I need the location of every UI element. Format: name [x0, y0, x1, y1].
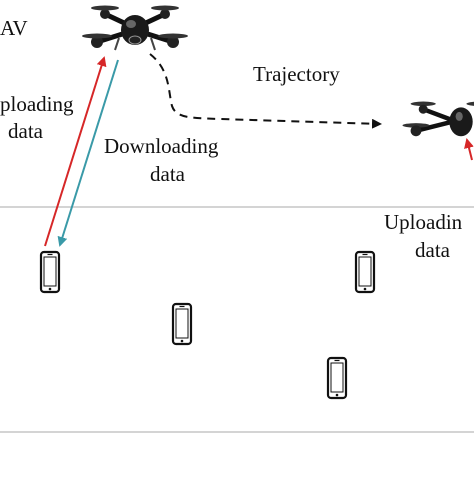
uploading-label-left-2: data [8, 119, 43, 143]
trajectory-label: Trajectory [253, 62, 340, 86]
uploading-arrow-right [467, 140, 472, 160]
uploading-arrow [45, 58, 104, 246]
smartphone-icon [173, 304, 191, 344]
uploading-label-right-1: Uploadin [384, 210, 462, 234]
downloading-label-2: data [150, 162, 185, 186]
smartphone-icon [41, 252, 59, 292]
uav-icon-right [403, 102, 474, 137]
uploading-label-left-1: ploading [0, 92, 74, 116]
downloading-label-1: Downloading [104, 134, 218, 158]
uploading-label-right-2: data [415, 238, 450, 262]
uav-title: AV [0, 16, 28, 40]
uav-icon [82, 6, 188, 51]
smartphone-icon [328, 358, 346, 398]
smartphone-icon [356, 252, 374, 292]
